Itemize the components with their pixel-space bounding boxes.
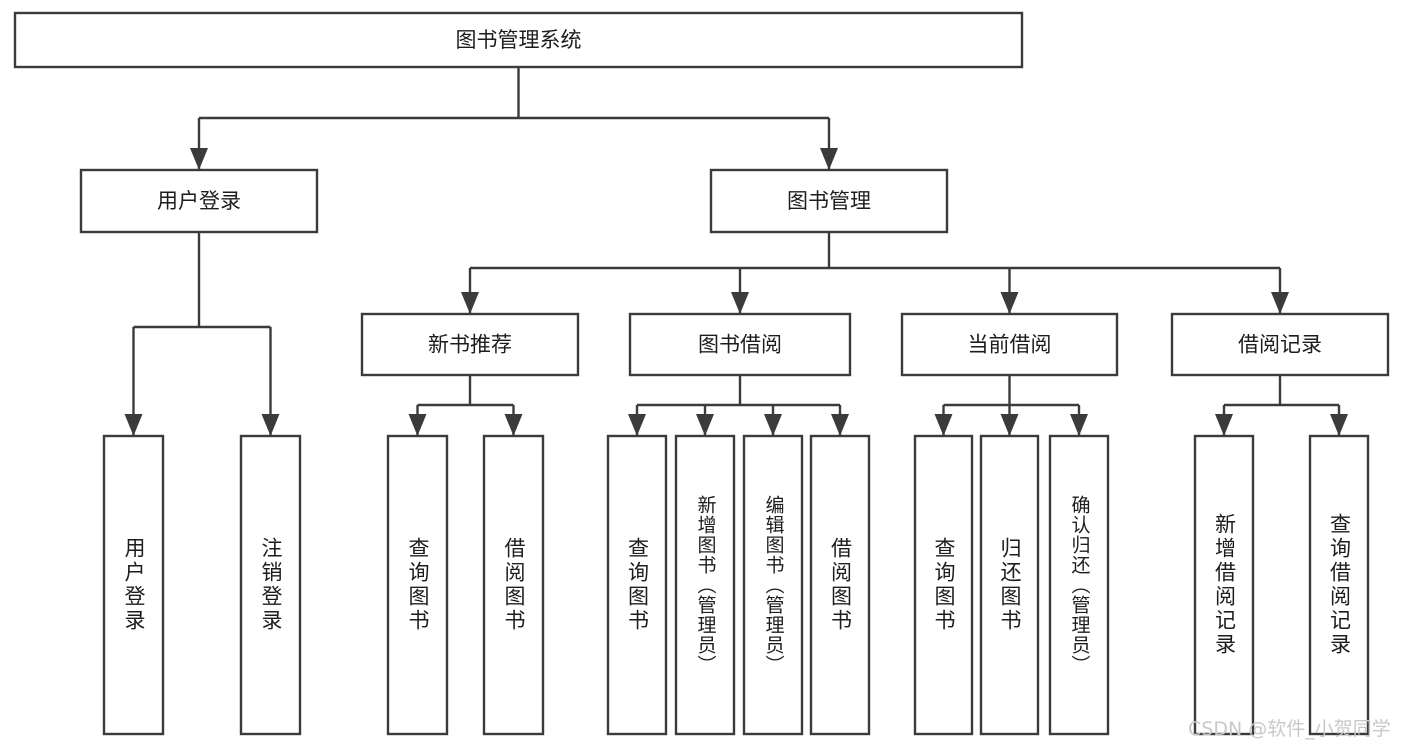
arrow-down-icon bbox=[1330, 414, 1348, 436]
leaf-node-label-5: 新增图书（管理员） bbox=[694, 495, 717, 675]
arrow-down-icon bbox=[696, 414, 714, 436]
leaf-node: 确认归还（管理员） bbox=[1050, 436, 1108, 734]
level3-node-box-3[interactable] bbox=[1170, 312, 1390, 377]
level2-node-label-0: 用户登录 bbox=[157, 189, 241, 213]
leaf-node-box-8[interactable] bbox=[913, 434, 974, 736]
level3-node-label-2: 当前借阅 bbox=[968, 333, 1052, 357]
arrow-down-icon bbox=[1000, 292, 1019, 314]
leaf-node-label-6: 编辑图书（管理员） bbox=[762, 495, 785, 675]
arrow-down-icon bbox=[190, 148, 208, 170]
arrow-down-icon bbox=[504, 414, 523, 436]
arrow-down-icon bbox=[820, 148, 838, 170]
leaf-node-box-5[interactable] bbox=[674, 434, 736, 736]
level2-node-box-0[interactable] bbox=[79, 168, 319, 234]
leaf-node-label-9: 归还图书 bbox=[998, 537, 1022, 633]
leaf-node-box-0[interactable] bbox=[102, 434, 165, 736]
leaf-node-box-11[interactable] bbox=[1193, 434, 1255, 736]
arrow-down-icon bbox=[408, 414, 427, 436]
arrow-down-icon bbox=[261, 414, 280, 436]
csdn-watermark: CSDN @软件_小贺同学 bbox=[1188, 718, 1391, 740]
leaf-node-box-3[interactable] bbox=[482, 434, 545, 736]
leaf-node-label-3: 借阅图书 bbox=[502, 537, 526, 633]
leaf-node: 查询图书 bbox=[388, 436, 447, 734]
arrow-down-icon bbox=[731, 292, 749, 314]
leaf-node-label-12: 查询借阅记录 bbox=[1327, 513, 1352, 657]
leaf-node: 查询图书 bbox=[608, 436, 666, 734]
leaf-node-label-0: 用户登录 bbox=[122, 537, 146, 633]
level3-node-box-2[interactable] bbox=[900, 312, 1119, 377]
leaf-node-box-6[interactable] bbox=[742, 434, 804, 736]
leaf-node-box-4[interactable] bbox=[606, 434, 668, 736]
leaf-node-box-1[interactable] bbox=[239, 434, 302, 736]
root-node-label: 图书管理系统 bbox=[456, 28, 582, 52]
leaf-node-box-12[interactable] bbox=[1308, 434, 1370, 736]
level3-node-box-0[interactable] bbox=[360, 312, 580, 377]
leaf-node: 编辑图书（管理员） bbox=[744, 436, 802, 734]
level3-node-box-1[interactable] bbox=[628, 312, 852, 377]
arrow-down-icon bbox=[461, 292, 479, 314]
leaf-node: 借阅图书 bbox=[811, 436, 869, 734]
leaf-node-label-7: 借阅图书 bbox=[828, 537, 853, 633]
leaf-node: 用户登录 bbox=[104, 436, 163, 734]
leaf-node: 归还图书 bbox=[981, 436, 1038, 734]
leaf-node-box-2[interactable] bbox=[386, 434, 449, 736]
leaf-node-box-7[interactable] bbox=[809, 434, 871, 736]
leaf-node-label-11: 新增借阅记录 bbox=[1212, 513, 1237, 657]
leaf-node: 查询借阅记录 bbox=[1310, 436, 1368, 734]
leaf-node: 借阅图书 bbox=[484, 436, 543, 734]
leaf-node-label-10: 确认归还（管理员） bbox=[1068, 495, 1091, 675]
leaf-node: 新增借阅记录 bbox=[1195, 436, 1253, 734]
leaf-node: 查询图书 bbox=[915, 436, 972, 734]
arrow-down-icon bbox=[628, 414, 646, 436]
arrow-down-icon bbox=[1271, 292, 1289, 314]
arrow-down-icon bbox=[1215, 414, 1233, 436]
level2-node-box-1[interactable] bbox=[709, 168, 949, 234]
arrow-down-icon bbox=[831, 414, 849, 436]
leaf-node: 注销登录 bbox=[241, 436, 300, 734]
level2-node-label-1: 图书管理 bbox=[787, 189, 871, 213]
root-node-box[interactable] bbox=[13, 11, 1024, 69]
leaf-node-box-10[interactable] bbox=[1048, 434, 1110, 736]
leaf-node-label-1: 注销登录 bbox=[259, 537, 283, 633]
leaf-node: 新增图书（管理员） bbox=[676, 436, 734, 734]
arrow-down-icon bbox=[1000, 414, 1019, 436]
level3-node-label-1: 图书借阅 bbox=[698, 333, 782, 357]
arrow-down-icon bbox=[764, 414, 782, 436]
arrow-down-icon bbox=[124, 414, 143, 436]
leaf-node-label-4: 查询图书 bbox=[625, 537, 650, 633]
leaf-node-box-9[interactable] bbox=[979, 434, 1040, 736]
leaf-node-label-2: 查询图书 bbox=[406, 537, 430, 633]
arrow-down-icon bbox=[934, 414, 953, 436]
level3-node-label-0: 新书推荐 bbox=[428, 333, 512, 357]
leaf-node-label-8: 查询图书 bbox=[932, 537, 956, 633]
level3-node-label-3: 借阅记录 bbox=[1238, 333, 1322, 357]
connector-lines bbox=[124, 67, 1348, 436]
arrow-down-icon bbox=[1070, 414, 1088, 436]
